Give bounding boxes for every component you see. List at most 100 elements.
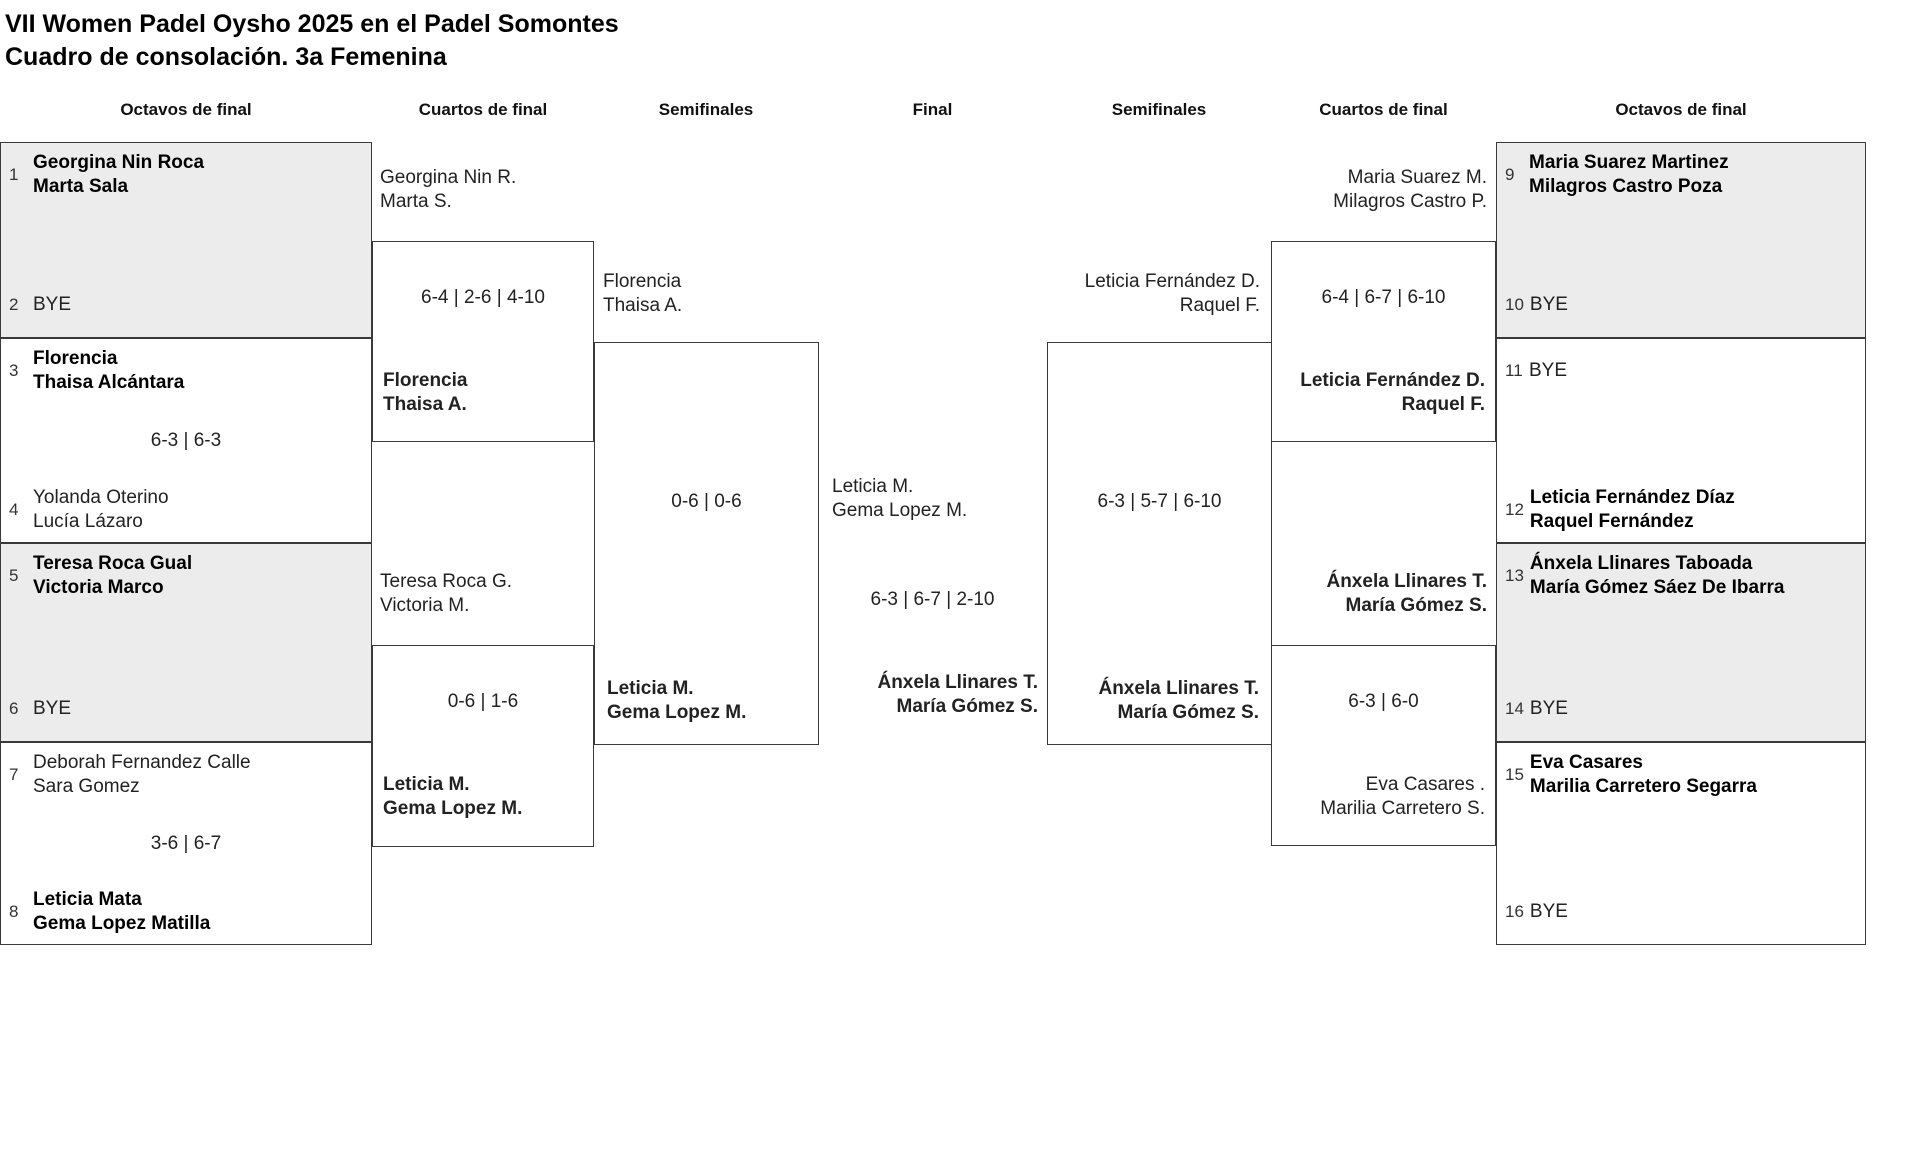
match-score: 6-3 | 6-0 (1348, 691, 1419, 712)
seed-number: 7 (9, 765, 19, 784)
bracket-participant: 12 Leticia Fernández Díaz Raquel Fernánd… (1505, 486, 1857, 534)
octavos-match-box-4: 7 Deborah Fernandez Calle Sara Gomez 3-6… (0, 742, 372, 945)
player-name: Leticia M. (607, 678, 694, 699)
player-name: Teresa Roca Gual (33, 553, 193, 574)
seed-number: 1 (9, 165, 19, 184)
player-name: Raquel F. (1401, 394, 1485, 415)
player-name: BYE (1529, 360, 1568, 381)
player-name: Eva Casares (1529, 752, 1643, 773)
player-name: Leticia Mata (33, 889, 142, 910)
player-name: Leticia Fernández D. (1300, 370, 1485, 391)
match-score: 6-4 | 6-7 | 6-10 (1321, 287, 1446, 308)
player-name: Gema Lopez M. (832, 500, 968, 521)
player-name: Leticia M. (383, 774, 470, 795)
player-name: Leticia M. (832, 476, 914, 497)
seed-number: 8 (9, 902, 19, 921)
page-title: VII Women Padel Oysho 2025 en el Padel S… (5, 8, 619, 74)
bracket-participant: 7 Deborah Fernandez Calle Sara Gomez (9, 751, 363, 799)
seed-number: 5 (9, 566, 19, 585)
seed-number: 14 (1505, 699, 1524, 718)
team-names: Ánxela Llinares Taboada María Gómez Sáez… (1530, 552, 1785, 600)
player-name: Raquel Fernández (1529, 511, 1694, 532)
bracket-participant: 1 Georgina Nin Roca Marta Sala (9, 151, 363, 199)
player-name: Leticia Fernández D. (1084, 271, 1260, 292)
match-score: 6-3 | 5-7 | 6-10 (1097, 491, 1222, 512)
match-winner: Florencia Thaisa A. (383, 369, 583, 417)
player-name: Gema Lopez M. (383, 798, 523, 819)
bracket-participant: 5 Teresa Roca Gual Victoria Marco (9, 552, 363, 600)
cuartos-match-box-right-2: 6-3 | 6-0 Eva Casares . Marilia Carreter… (1271, 645, 1496, 846)
player-name: Maria Suarez Martinez (1529, 152, 1729, 173)
octavos-match-box-1: 1 Georgina Nin Roca Marta Sala 2 BYE (0, 142, 372, 338)
player-name: Milagros Castro Poza (1529, 176, 1723, 197)
cuartos-right-1-team-top: Maria Suarez M. Milagros Castro P. (1271, 166, 1487, 214)
octavos-match-box-8: 15 Eva Casares Marilia Carretero Segarra… (1496, 742, 1866, 945)
team-names: Florencia Thaisa Alcántara (33, 347, 184, 395)
octavos-match-box-7: 13 Ánxela Llinares Taboada María Gómez S… (1496, 543, 1866, 742)
bracket-participant: 2 BYE (9, 281, 363, 329)
player-name: Georgina Nin R. (380, 167, 517, 188)
bracket-participant: 3 Florencia Thaisa Alcántara (9, 347, 363, 395)
player-name: Ánxela Llinares T. (877, 672, 1038, 693)
player-name: Leticia Fernández Díaz (1529, 487, 1735, 508)
player-name: María Gómez Sáez De Ibarra (1529, 577, 1785, 598)
bracket-participant: 4 Yolanda Oterino Lucía Lázaro (9, 486, 363, 534)
team-names: BYE (1530, 293, 1568, 317)
round-header-semifinal-left: Semifinales (658, 100, 754, 119)
bracket-subtitle: Cuadro de consolación. 3a Femenina (5, 43, 447, 71)
semifinal-right-team-top: Leticia Fernández D. Raquel F. (1047, 270, 1260, 318)
seed-number: 12 (1505, 500, 1524, 519)
tournament-title: VII Women Padel Oysho 2025 en el Padel S… (5, 10, 619, 38)
team-names: Teresa Roca Gual Victoria Marco (33, 552, 192, 600)
player-name: Milagros Castro P. (1333, 191, 1487, 212)
cuartos-match-box-right-1: 6-4 | 6-7 | 6-10 Leticia Fernández D. Ra… (1271, 241, 1496, 442)
team-names: BYE (33, 697, 71, 721)
seed-number: 13 (1505, 566, 1524, 585)
team-names: Leticia Fernández Díaz Raquel Fernández (1530, 486, 1735, 534)
player-name: Victoria M. (380, 595, 470, 616)
cuartos-right-2-team-top: Ánxela Llinares T. María Gómez S. (1271, 570, 1487, 618)
round-header-octavos-right: Octavos de final (1615, 100, 1747, 119)
match-winner: Leticia Fernández D. Raquel F. (1282, 369, 1485, 417)
octavos-match-box-5: 9 Maria Suarez Martinez Milagros Castro … (1496, 142, 1866, 338)
player-name: Marilia Carretero S. (1320, 798, 1485, 819)
final-score: 6-3 | 6-7 | 2-10 (870, 589, 995, 610)
bracket-participant: 6 BYE (9, 685, 363, 733)
player-name: BYE (1529, 698, 1568, 719)
player-name: Teresa Roca G. (380, 571, 512, 592)
seed-number: 10 (1505, 295, 1524, 314)
player-name: Marilia Carretero Segarra (1529, 776, 1757, 797)
final-winner: Ánxela Llinares T. María Gómez S. (818, 671, 1038, 719)
octavos-match-box-6: 11 BYE 12 Leticia Fernández Díaz Raquel … (1496, 338, 1866, 543)
team-names: BYE (1530, 900, 1568, 924)
player-name: Maria Suarez M. (1347, 167, 1487, 188)
team-names: Georgina Nin Roca Marta Sala (33, 151, 204, 199)
octavos-match-box-3: 5 Teresa Roca Gual Victoria Marco 6 BYE (0, 543, 372, 742)
seed-number: 16 (1505, 902, 1524, 921)
bracket-participant: 11 BYE (1505, 347, 1857, 395)
bracket-participant: 10 BYE (1505, 281, 1857, 329)
player-name: Thaisa A. (603, 295, 683, 316)
team-names: Eva Casares Marilia Carretero Segarra (1530, 751, 1757, 799)
player-name: Florencia (33, 348, 118, 369)
bracket-participant: 15 Eva Casares Marilia Carretero Segarra (1505, 751, 1857, 799)
semifinal-match-box-left: 0-6 | 0-6 Leticia M. Gema Lopez M. (594, 342, 819, 745)
seed-number: 11 (1505, 361, 1523, 380)
cuartos-match-box-left-1: 6-4 | 2-6 | 4-10 Florencia Thaisa A. (372, 241, 594, 442)
cuartos-left-1-team-top: Georgina Nin R. Marta S. (380, 166, 516, 214)
semifinal-match-box-right: 6-3 | 5-7 | 6-10 Ánxela Llinares T. Marí… (1047, 342, 1272, 745)
player-name: Florencia (603, 271, 682, 292)
player-name: Victoria Marco (33, 577, 164, 598)
player-name: María Gómez S. (896, 696, 1039, 717)
player-name: Florencia (383, 370, 468, 391)
match-winner: Ánxela Llinares T. María Gómez S. (1060, 677, 1259, 725)
round-header-cuartos-right: Cuartos de final (1319, 100, 1448, 119)
bracket-participant: 13 Ánxela Llinares Taboada María Gómez S… (1505, 552, 1857, 600)
match-loser: Eva Casares . Marilia Carretero S. (1282, 773, 1485, 821)
match-winner: Leticia M. Gema Lopez M. (383, 773, 583, 821)
player-name: Ánxela Llinares T. (1098, 678, 1259, 699)
team-names: BYE (1529, 359, 1567, 383)
team-names: Deborah Fernandez Calle Sara Gomez (33, 751, 251, 799)
player-name: BYE (1529, 294, 1568, 315)
